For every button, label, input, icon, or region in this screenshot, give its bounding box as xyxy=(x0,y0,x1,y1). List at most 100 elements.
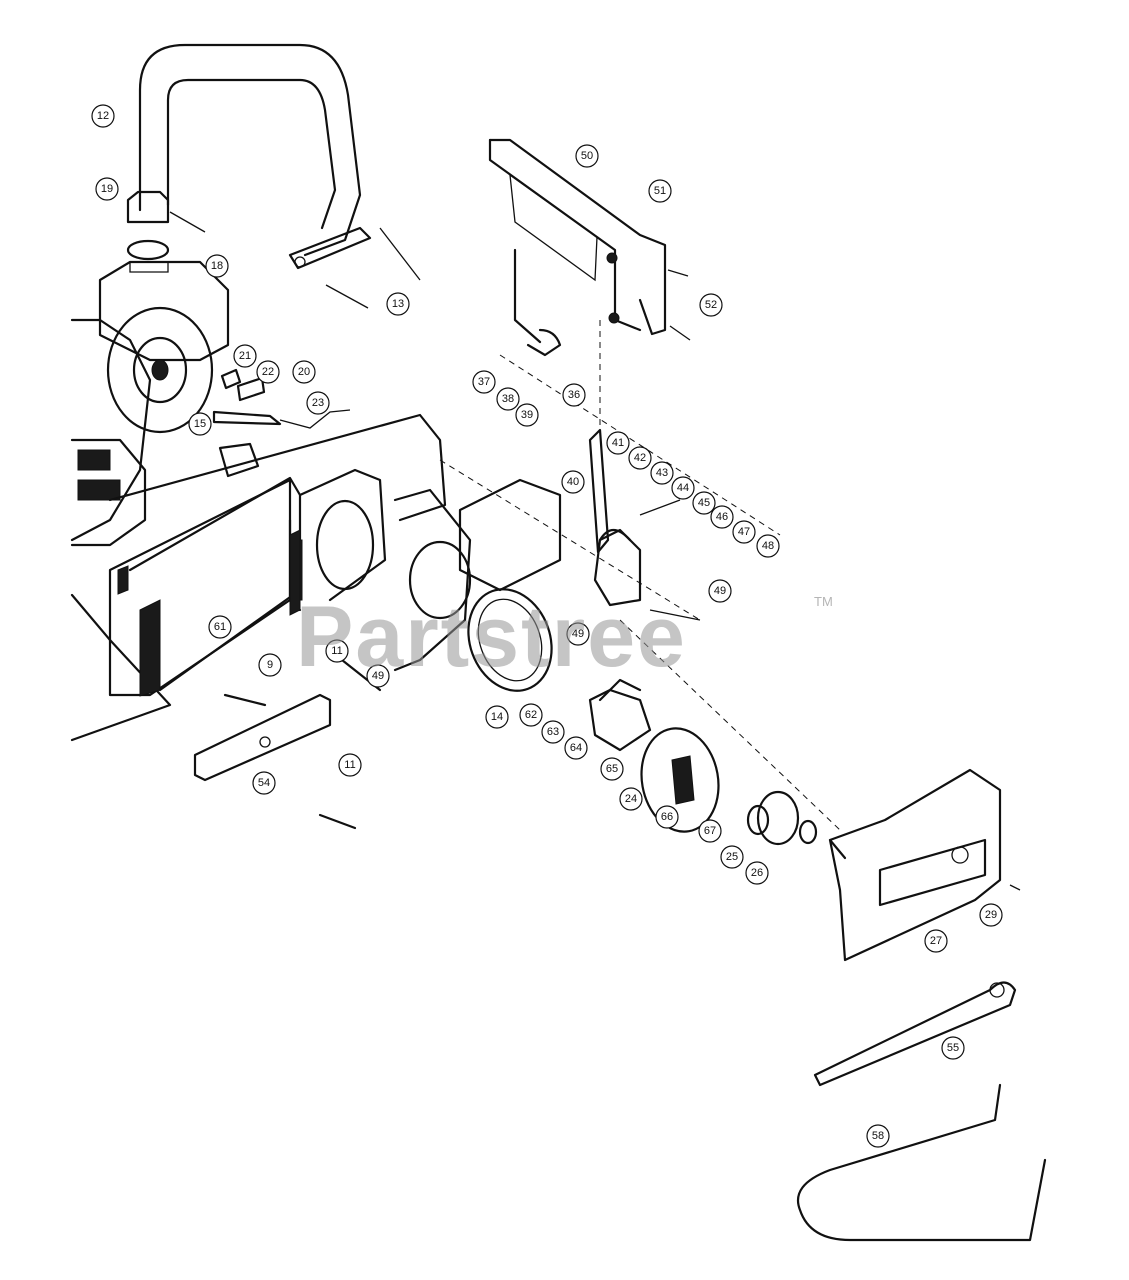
callout-circle xyxy=(566,622,590,646)
callout-circle xyxy=(698,819,722,843)
callout-label: 29 xyxy=(985,909,997,921)
callout-circle xyxy=(91,104,115,128)
retaining-wire xyxy=(797,1083,1047,1242)
callout-circle xyxy=(256,360,280,384)
callout-circle xyxy=(756,534,780,558)
callout-label: 61 xyxy=(214,621,226,633)
callout-11: 11 xyxy=(338,753,362,777)
callout-circle xyxy=(496,387,520,411)
handle-bar xyxy=(138,43,421,309)
callout-circle xyxy=(541,720,565,744)
callout-circle xyxy=(205,254,229,278)
chain-cover xyxy=(828,768,1021,962)
callout-40: 40 xyxy=(561,470,585,494)
callout-circle xyxy=(692,491,716,515)
callout-12: 12 xyxy=(91,104,115,128)
callout-circle xyxy=(575,144,599,168)
fuel-tank xyxy=(98,239,230,362)
callout-label: 9 xyxy=(267,659,273,671)
callout-43: 43 xyxy=(650,461,674,485)
callout-label: 15 xyxy=(194,418,206,430)
callout-label: 65 xyxy=(606,763,618,775)
callout-label: 20 xyxy=(298,366,310,378)
callout-label: 47 xyxy=(738,526,750,538)
callout-circle xyxy=(979,903,1003,927)
callout-20: 20 xyxy=(292,360,316,384)
callout-21: 21 xyxy=(233,344,257,368)
callout-circle xyxy=(619,787,643,811)
callout-41: 41 xyxy=(606,431,630,455)
callout-circle xyxy=(745,861,769,885)
callout-58: 58 xyxy=(866,1124,890,1148)
callout-label: 67 xyxy=(704,825,716,837)
callout-67: 67 xyxy=(698,819,722,843)
callout-label: 27 xyxy=(930,935,942,947)
callout-circle xyxy=(650,461,674,485)
callout-label: 52 xyxy=(705,299,717,311)
callout-label: 51 xyxy=(654,185,666,197)
callout-14: 14 xyxy=(485,705,509,729)
trademark-mark: TM xyxy=(814,594,833,609)
callout-19: 19 xyxy=(95,177,119,201)
callout-27: 27 xyxy=(924,929,948,953)
callout-26: 26 xyxy=(745,861,769,885)
callout-circle xyxy=(564,736,588,760)
callout-29: 29 xyxy=(979,903,1003,927)
callout-24: 24 xyxy=(619,787,643,811)
engine-body xyxy=(70,306,214,742)
callout-circle xyxy=(188,412,212,436)
callout-label: 37 xyxy=(478,376,490,388)
callout-label: 49 xyxy=(572,628,584,640)
brake-band xyxy=(467,588,553,692)
callout-62: 62 xyxy=(519,703,543,727)
callout-label: 40 xyxy=(567,476,579,488)
callout-label: 25 xyxy=(726,851,738,863)
callout-label: 18 xyxy=(211,260,223,272)
callout-circle xyxy=(258,653,282,677)
callout-9: 9 xyxy=(258,653,282,677)
callout-48: 48 xyxy=(756,534,780,558)
callout-63: 63 xyxy=(541,720,565,744)
callout-38: 38 xyxy=(496,387,520,411)
callout-65: 65 xyxy=(600,757,624,781)
callout-42: 42 xyxy=(628,446,652,470)
callout-label: 63 xyxy=(547,726,559,738)
callout-36: 36 xyxy=(562,383,586,407)
callout-23: 23 xyxy=(306,391,330,415)
callout-label: 14 xyxy=(491,711,503,723)
callout-label: 44 xyxy=(677,482,689,494)
callout-label: 23 xyxy=(312,397,324,409)
callout-label: 42 xyxy=(634,452,646,464)
callout-circle xyxy=(708,579,732,603)
callout-61: 61 xyxy=(208,615,232,639)
callout-circle xyxy=(208,615,232,639)
callout-49: 49 xyxy=(566,622,590,646)
callout-label: 48 xyxy=(762,540,774,552)
callout-circle xyxy=(648,179,672,203)
callout-label: 54 xyxy=(258,777,270,789)
callout-47: 47 xyxy=(732,520,756,544)
callout-label: 62 xyxy=(525,709,537,721)
callout-49: 49 xyxy=(366,664,390,688)
callout-52: 52 xyxy=(699,293,723,317)
alignment-lines xyxy=(439,320,841,831)
callout-11: 11 xyxy=(325,639,349,663)
callout-label: 66 xyxy=(661,811,673,823)
callout-circle xyxy=(924,929,948,953)
callout-circle xyxy=(600,757,624,781)
callout-circle xyxy=(515,403,539,427)
callout-13: 13 xyxy=(386,292,410,316)
callout-label: 26 xyxy=(751,867,763,879)
callout-circle xyxy=(233,344,257,368)
callout-label: 19 xyxy=(101,183,113,195)
callout-label: 11 xyxy=(331,645,342,657)
callout-label: 43 xyxy=(656,467,668,479)
callout-label: 36 xyxy=(568,389,580,401)
chain-brake-mechanism xyxy=(458,428,701,621)
callout-circle xyxy=(732,520,756,544)
fuel-cap xyxy=(126,190,206,233)
callout-label: 49 xyxy=(714,585,726,597)
callout-45: 45 xyxy=(692,491,716,515)
callout-64: 64 xyxy=(564,736,588,760)
washer xyxy=(746,790,818,846)
